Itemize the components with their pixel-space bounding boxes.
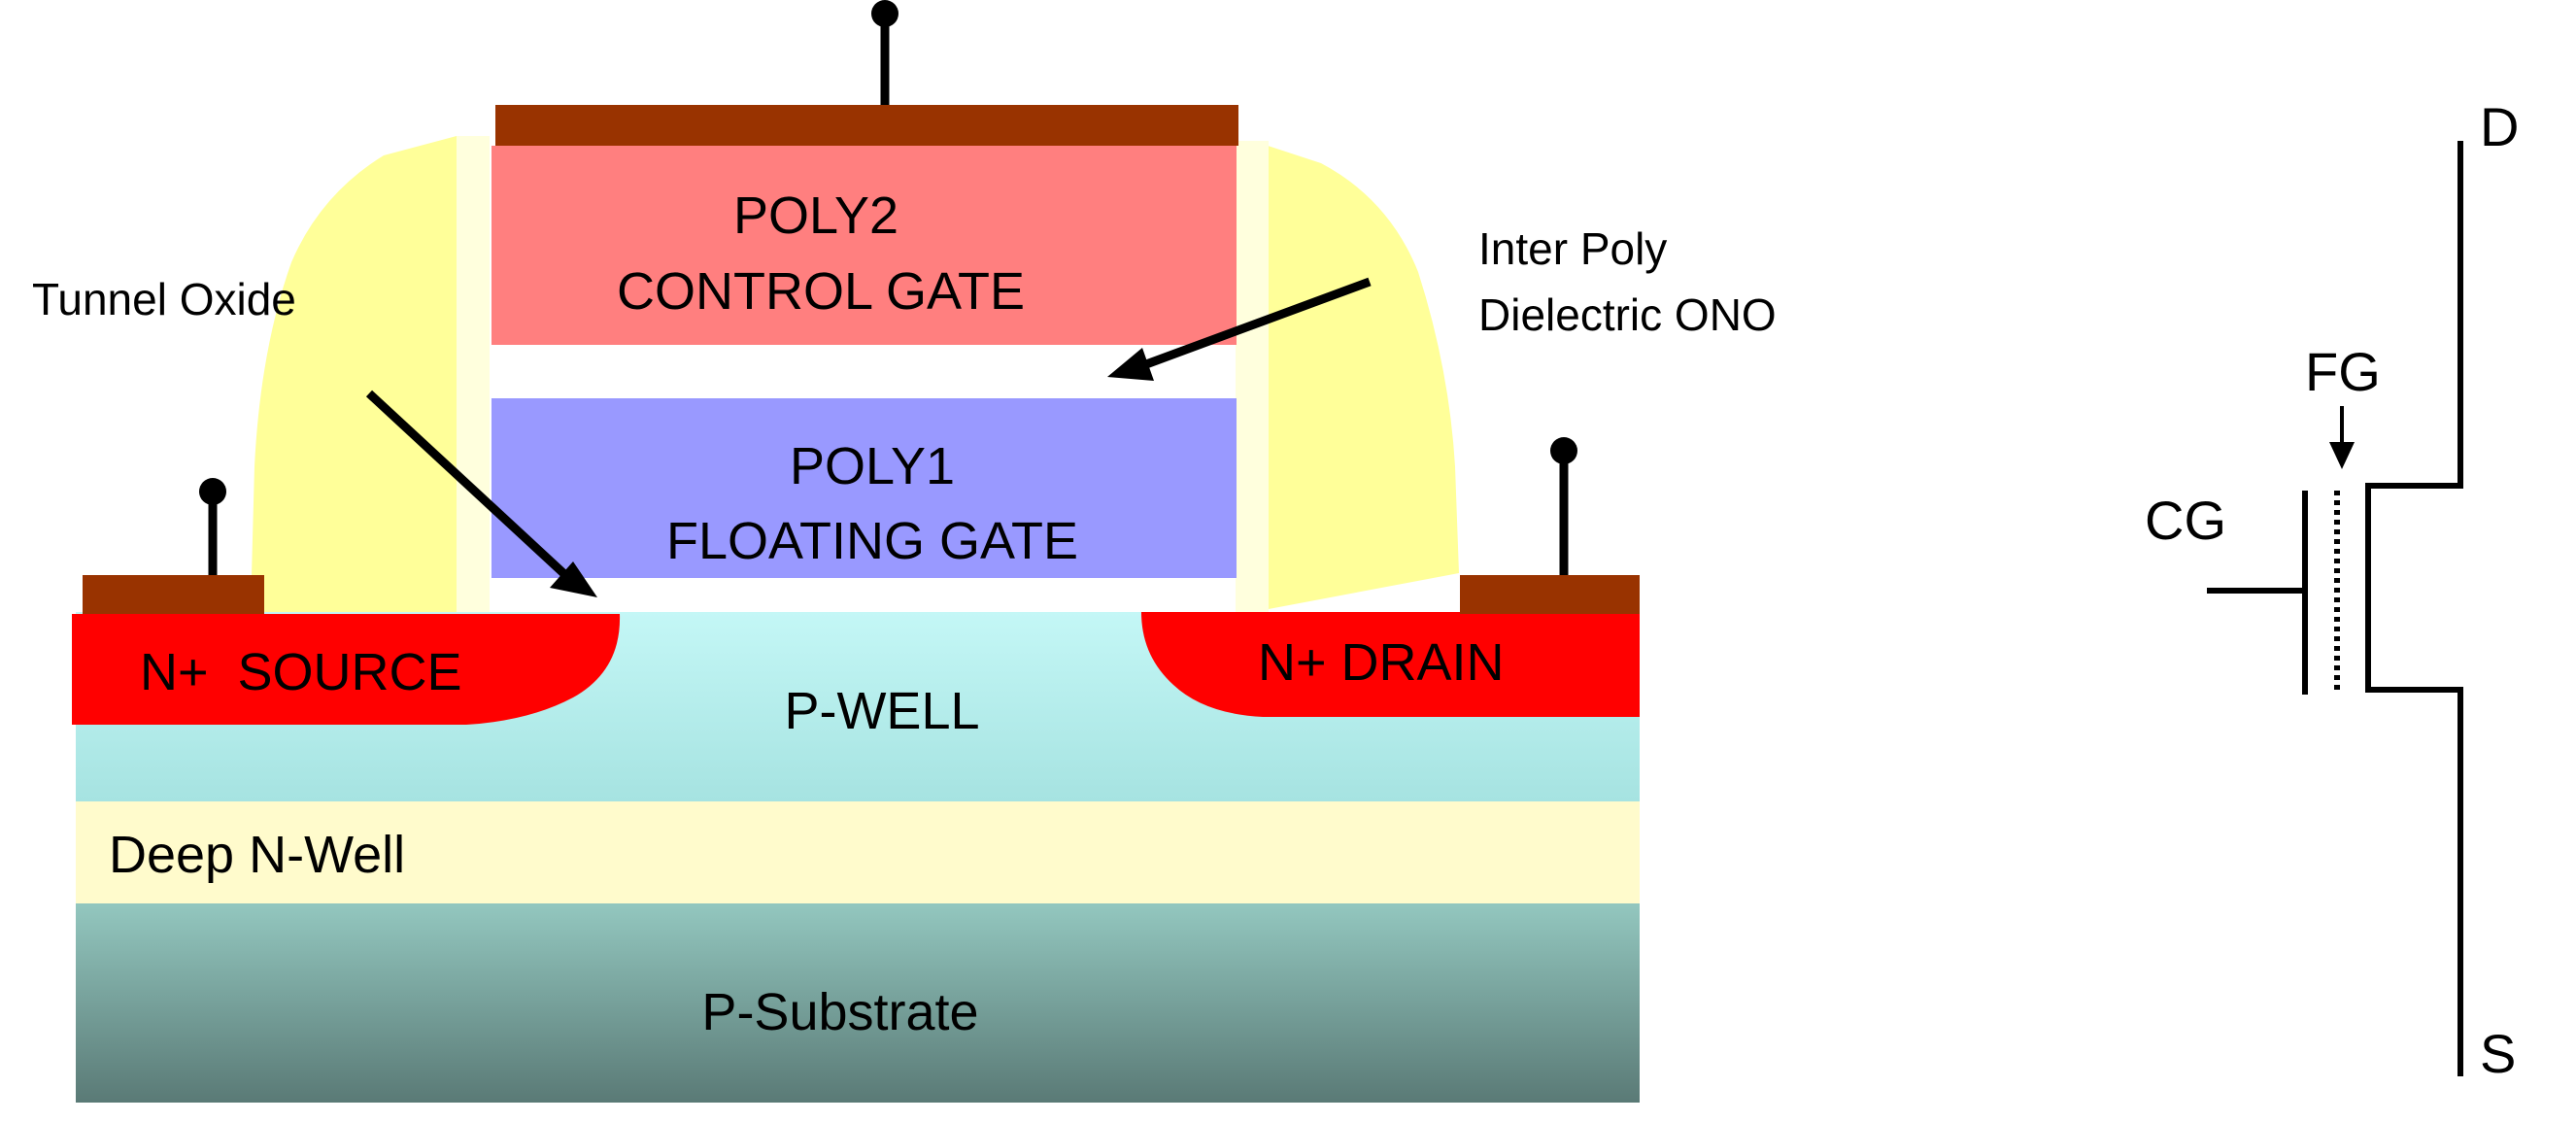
floating-gate-label-line2: FLOATING GATE <box>666 512 1078 570</box>
symbol-cg-label: CG <box>2145 490 2226 551</box>
source-label: N+ SOURCE <box>140 643 462 701</box>
fg-pointer-arrowhead <box>2329 442 2355 469</box>
floating-gate-label-line1: POLY1 <box>790 437 955 495</box>
inter-poly-label-line1: Inter Poly <box>1478 223 1667 274</box>
left-spacer <box>251 136 457 612</box>
right-thin-liner <box>1236 141 1269 612</box>
deep-n-well-label: Deep N-Well <box>109 826 405 884</box>
deep-n-well-layer <box>76 801 1640 903</box>
ono-arrow-shaft <box>1144 277 1372 369</box>
control-gate-poly2 <box>491 146 1237 345</box>
symbol-source-label: S <box>2480 1023 2516 1084</box>
left-thin-liner <box>457 136 490 612</box>
symbol-drain-label: D <box>2480 96 2519 157</box>
floating-gate-poly1 <box>491 398 1237 578</box>
p-substrate-label: P-Substrate <box>701 983 978 1041</box>
tunnel-oxide-label: Tunnel Oxide <box>32 274 296 324</box>
drain-diffusion <box>1141 612 1640 717</box>
gate-terminal-dot <box>871 0 898 27</box>
tunnel-oxide-arrow-shaft <box>365 390 567 577</box>
control-gate-label-line1: POLY2 <box>733 187 898 245</box>
source-terminal-dot <box>199 478 226 505</box>
source-diffusion <box>72 614 621 725</box>
p-well-label: P-WELL <box>784 682 979 740</box>
control-gate-contact <box>495 105 1238 146</box>
symbol-fg-label: FG <box>2305 341 2381 402</box>
tunnel-oxide-arrowhead <box>550 561 597 597</box>
floating-gate-transistor-symbol <box>2207 141 2463 1076</box>
ono-arrowhead <box>1107 348 1154 381</box>
p-substrate-layer <box>76 903 1640 1103</box>
drain-wire <box>2365 141 2463 1076</box>
drain-label: N+ DRAIN <box>1258 633 1505 692</box>
source-contact <box>83 575 264 614</box>
inter-poly-label-line2: Dielectric ONO <box>1478 289 1777 340</box>
right-spacer <box>1253 141 1459 612</box>
control-gate-label-line2: CONTROL GATE <box>617 262 1025 321</box>
drain-terminal-dot <box>1550 437 1577 464</box>
drain-contact <box>1460 575 1640 614</box>
